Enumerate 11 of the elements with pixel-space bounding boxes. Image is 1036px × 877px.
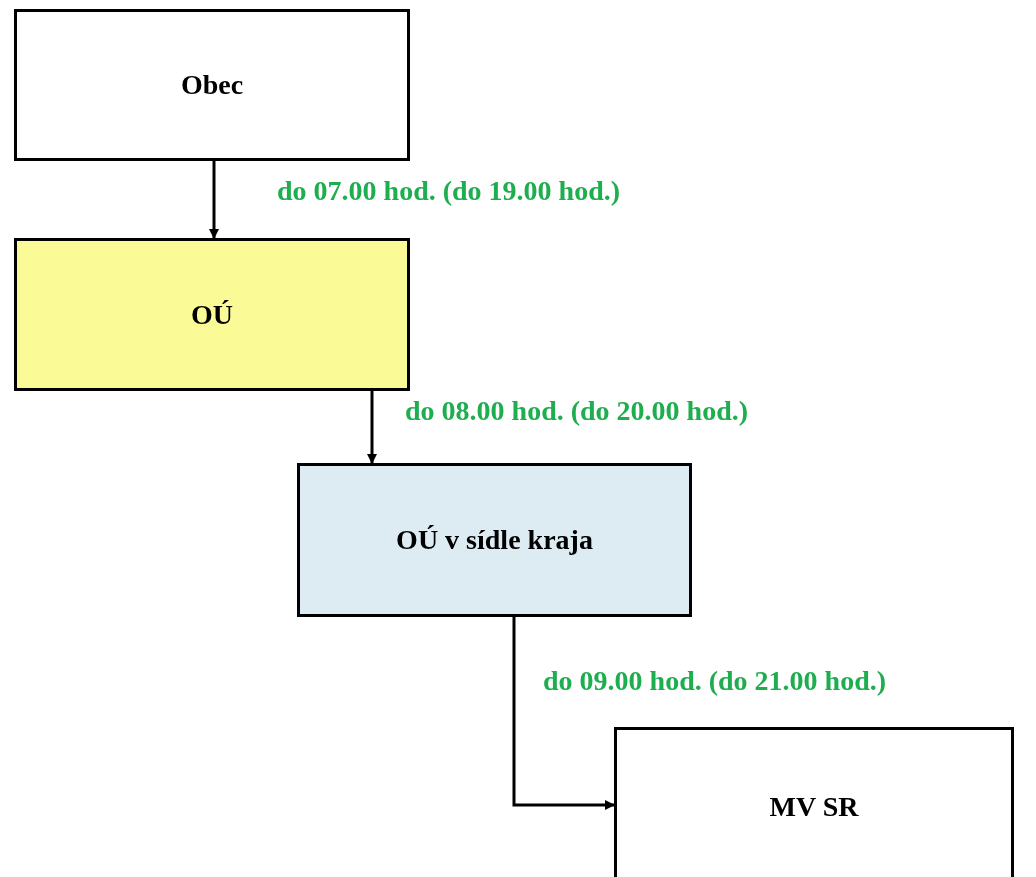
process-box: [614, 727, 1014, 877]
arrow: [367, 391, 377, 464]
process-box: [14, 9, 410, 161]
process-box: [297, 463, 692, 617]
process-box: [14, 238, 410, 391]
arrow: [209, 161, 219, 239]
box-label: OÚ: [191, 298, 233, 331]
arrow: [512, 617, 615, 810]
box-label: OÚ v sídle kraja: [396, 524, 593, 556]
box-label: MV SR: [769, 791, 859, 823]
box-label: Obec: [180, 69, 244, 101]
